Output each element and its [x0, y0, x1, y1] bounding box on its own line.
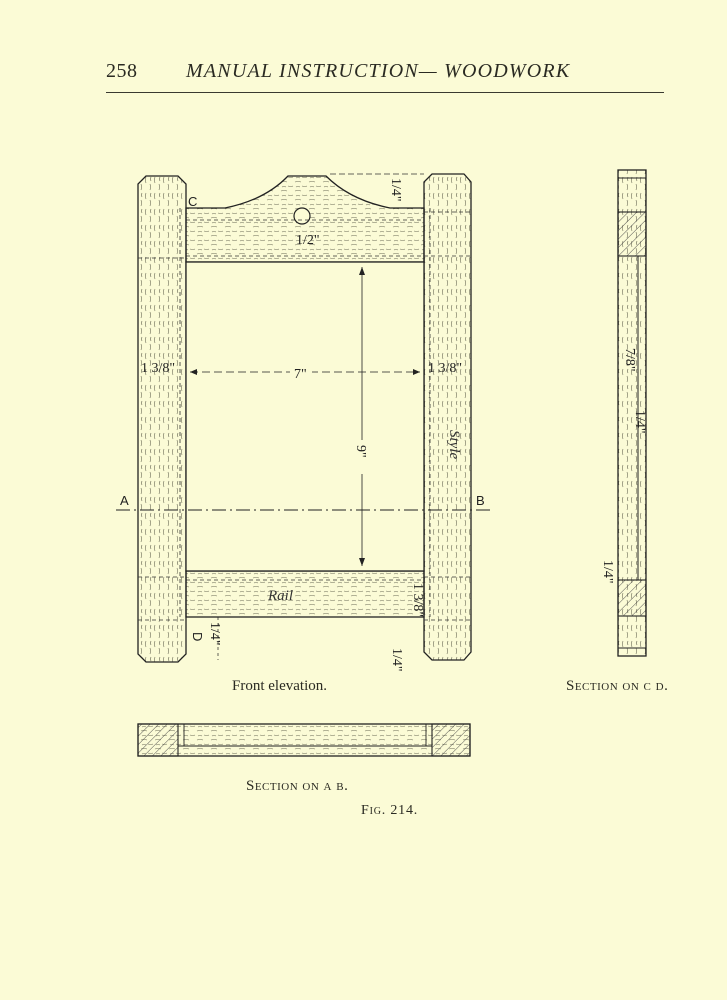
page-number: 258	[106, 60, 138, 82]
dim-opening-height: 9"	[353, 445, 368, 458]
hanging-hole	[293, 207, 311, 225]
dim-rail-width: 1 3/8"	[410, 583, 425, 617]
label-rail: Rail	[267, 588, 293, 604]
dim-bottom-quarter-left: 1/4"	[207, 622, 222, 646]
caption-section-cd: Section on c d.	[566, 678, 669, 694]
header-rule	[106, 92, 664, 93]
section-cd-drawing: 7/8" 1/4" 1/4"	[600, 169, 647, 657]
label-stile: Style	[446, 430, 462, 459]
dim-top-quarter: 1/4"	[388, 178, 403, 202]
bottom-rail	[185, 570, 425, 618]
running-title: MANUAL INSTRUCTION— WOODWORK	[186, 60, 571, 82]
label-point-b: B	[476, 493, 485, 508]
caption-front-elevation: Front elevation.	[232, 678, 327, 694]
label-point-a: A	[120, 493, 129, 508]
label-point-d: D	[190, 632, 205, 641]
dim-section-quarter-lower: 1/4"	[600, 560, 615, 584]
dim-hole: 1/2"	[296, 233, 320, 248]
front-elevation: 7" 9" 1 3/8" 1 3/8" 1/4" 1/2" 1 3/8" 1/4…	[116, 173, 492, 672]
figure-number: Fig. 214.	[361, 803, 419, 818]
caption-section-ab: Section on a b.	[246, 778, 349, 794]
dim-left-stile: 1 3/8"	[141, 361, 175, 376]
section-ab-drawing	[137, 723, 471, 757]
label-point-c: C	[188, 194, 197, 209]
right-stile	[423, 173, 472, 661]
dim-right-stile: 1 3/8"	[428, 361, 462, 376]
dim-section-quarter: 1/4"	[632, 410, 647, 434]
dim-opening-width: 7"	[294, 367, 307, 382]
dim-bottom-quarter-right: 1/4"	[389, 648, 404, 672]
dim-section-thickness: 7/8"	[622, 348, 637, 372]
left-stile	[137, 175, 187, 663]
frame-opening	[185, 261, 425, 572]
